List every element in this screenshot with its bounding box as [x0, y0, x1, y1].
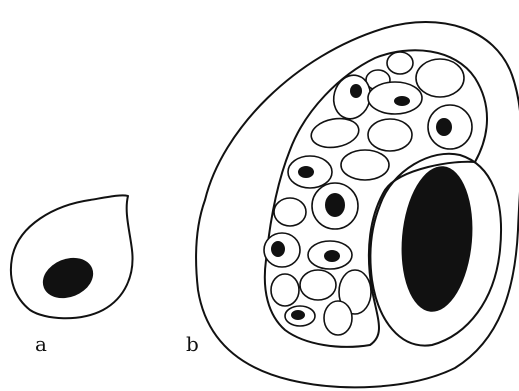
cell	[308, 241, 352, 269]
cell	[341, 150, 389, 180]
cell	[324, 301, 352, 335]
cell	[416, 59, 464, 97]
cell	[285, 306, 315, 326]
panel-label-b: b	[186, 334, 199, 354]
panel-a-drawing	[11, 195, 133, 318]
cell	[387, 52, 413, 74]
cell	[368, 119, 412, 151]
single-cell-nucleus	[37, 251, 99, 306]
lumen	[370, 154, 501, 346]
cell	[264, 233, 300, 267]
single-cell-outline	[11, 195, 133, 318]
cell	[368, 82, 422, 114]
cell	[300, 270, 336, 300]
cell	[312, 183, 358, 229]
lumen-cavity	[396, 163, 478, 315]
cell	[271, 274, 299, 306]
panel-label-a: a	[35, 334, 47, 354]
cell	[309, 115, 361, 151]
panel-b-drawing	[196, 22, 519, 387]
cell	[288, 156, 332, 188]
cell	[428, 105, 472, 149]
cell	[274, 198, 306, 226]
